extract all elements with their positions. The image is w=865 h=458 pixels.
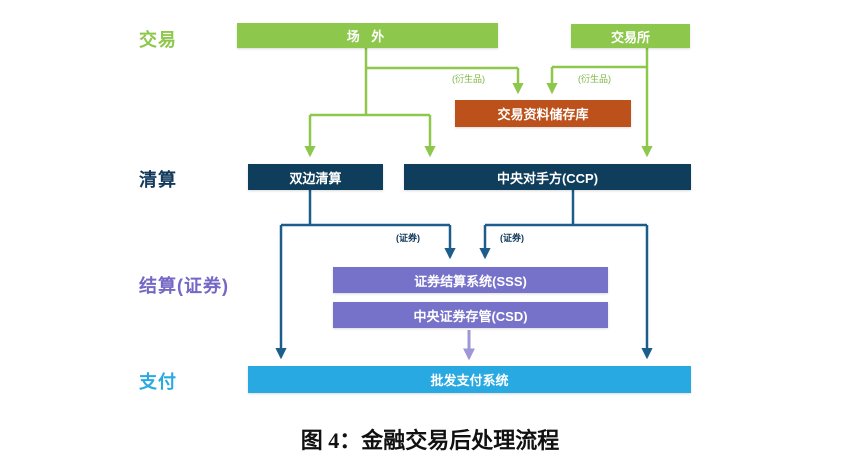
row-label-settlement: 结算(证券) <box>139 276 229 296</box>
node-trade-repository: 交易资料储存库 <box>455 100 631 127</box>
row-label-payment: 支付 <box>139 372 177 392</box>
row-label-clearing: 清算 <box>139 170 177 190</box>
node-sss: 证券结算系统(SSS) <box>333 267 608 293</box>
node-bilateral-clearing: 双边清算 <box>248 164 383 190</box>
edge-label-derivatives-left: (衍生品) <box>452 74 485 84</box>
edge-label-derivatives-right: (衍生品) <box>578 74 611 84</box>
figure-caption: 图 4：金融交易后处理流程 <box>300 428 560 453</box>
node-exchange: 交易所 <box>571 24 690 48</box>
edge-label-securities-right: (证券) <box>500 233 524 243</box>
node-csd: 中央证券存管(CSD) <box>333 302 608 328</box>
node-ccp: 中央对手方(CCP) <box>404 164 691 190</box>
node-wholesale-payment: 批发支付系统 <box>248 366 691 393</box>
edge-label-securities-left: (证券) <box>396 233 420 243</box>
node-otc: 场 外 <box>237 23 498 48</box>
row-label-trade: 交易 <box>139 30 177 50</box>
